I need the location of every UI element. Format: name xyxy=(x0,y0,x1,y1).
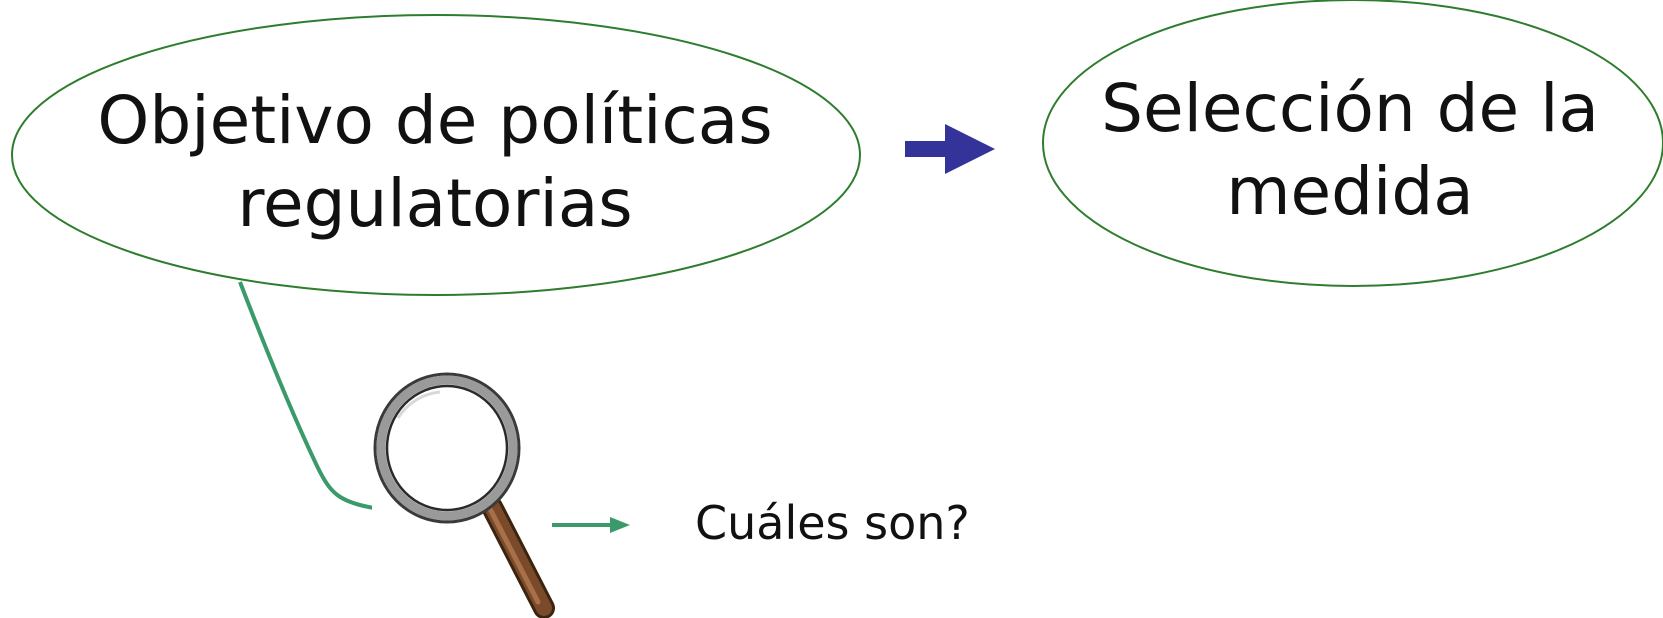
seleccion-label: Selección de la medida xyxy=(1045,68,1655,233)
arrow-right-icon xyxy=(905,124,995,174)
seleccion-line-1: Selección de la xyxy=(1101,70,1599,147)
connector-line xyxy=(238,281,375,510)
seleccion-line-2: medida xyxy=(1226,152,1474,230)
ellipse-objetivo xyxy=(11,14,861,296)
cuales-son-label: Cuáles son? xyxy=(695,496,970,550)
objetivo-line-1: Objetivo de políticas xyxy=(97,82,773,159)
objetivo-line-2: regulatorias xyxy=(237,164,633,242)
ellipse-seleccion xyxy=(1042,0,1663,287)
small-arrow-icon xyxy=(552,517,630,533)
magnifying-glass-icon xyxy=(372,370,555,618)
objetivo-label: Objetivo de políticas regulatorias xyxy=(40,80,830,245)
